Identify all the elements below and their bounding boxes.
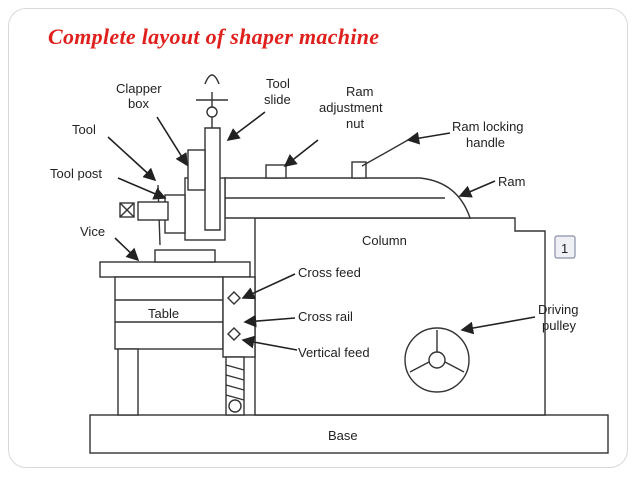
vice-shape xyxy=(137,201,169,221)
vice-jaws xyxy=(154,249,216,263)
tool-slide xyxy=(204,127,221,231)
base-block xyxy=(89,414,609,454)
arrow-cross-rail xyxy=(243,314,296,328)
label-base: Base xyxy=(328,428,358,443)
arrow-vertical-feed xyxy=(241,335,298,351)
label-vertical-feed: Vertical feed xyxy=(298,345,370,360)
label-vice: Vice xyxy=(80,224,105,239)
table-top xyxy=(99,261,251,278)
label-ram-locking-2: handle xyxy=(466,135,505,150)
label-driving-pulley-2: pulley xyxy=(542,318,576,333)
label-tool: Tool xyxy=(72,122,96,137)
slide-frame xyxy=(8,8,628,468)
table-support xyxy=(117,348,139,416)
figure-number-box xyxy=(554,235,576,259)
label-cross-feed: Cross feed xyxy=(298,265,361,280)
label-table: Table xyxy=(148,306,179,321)
label-clapper-box-1: Clapper xyxy=(116,81,162,96)
label-tool-slide-1: Tool xyxy=(266,76,290,91)
label-ram-locking-1: Ram locking xyxy=(452,119,524,134)
label-cross-rail: Cross rail xyxy=(298,309,353,324)
label-ram: Ram xyxy=(498,174,525,189)
label-column: Column xyxy=(362,233,407,248)
arrow-driving-pulley xyxy=(460,316,536,335)
arrow-ram-locking xyxy=(406,131,451,145)
ram-locking-handle-lever xyxy=(361,139,409,167)
arrow-vice xyxy=(114,237,140,262)
ram-adjustment-nut-shape xyxy=(265,164,287,179)
label-tool-slide-2: slide xyxy=(264,92,291,107)
clapper-box-shape xyxy=(187,149,206,191)
vertical-feed-screw xyxy=(225,356,245,416)
column-body xyxy=(254,217,546,416)
label-ram-adjustment-3: nut xyxy=(346,116,364,131)
table-body xyxy=(114,276,224,350)
arrow-ram xyxy=(458,180,496,198)
tool-slide-knob xyxy=(204,74,220,85)
label-ram-adjustment-2: adjustment xyxy=(319,100,383,115)
label-ram-adjustment-1: Ram xyxy=(346,84,373,99)
label-driving-pulley-1: Driving xyxy=(538,302,578,317)
label-tool-post: Tool post xyxy=(50,166,102,181)
arrow-tool xyxy=(107,136,157,182)
arrow-clapper-box xyxy=(156,116,188,167)
arrow-tool-post xyxy=(117,177,167,200)
slide-title: Complete layout of shaper machine xyxy=(48,24,380,49)
arrow-tool-slide xyxy=(226,111,266,141)
label-clapper-box-2: box xyxy=(128,96,149,111)
arrow-cross-feed xyxy=(241,273,296,300)
arrow-ram-adjustment xyxy=(283,139,319,167)
cross-rail-shape xyxy=(222,276,256,358)
figure-number: 1 xyxy=(561,241,568,256)
